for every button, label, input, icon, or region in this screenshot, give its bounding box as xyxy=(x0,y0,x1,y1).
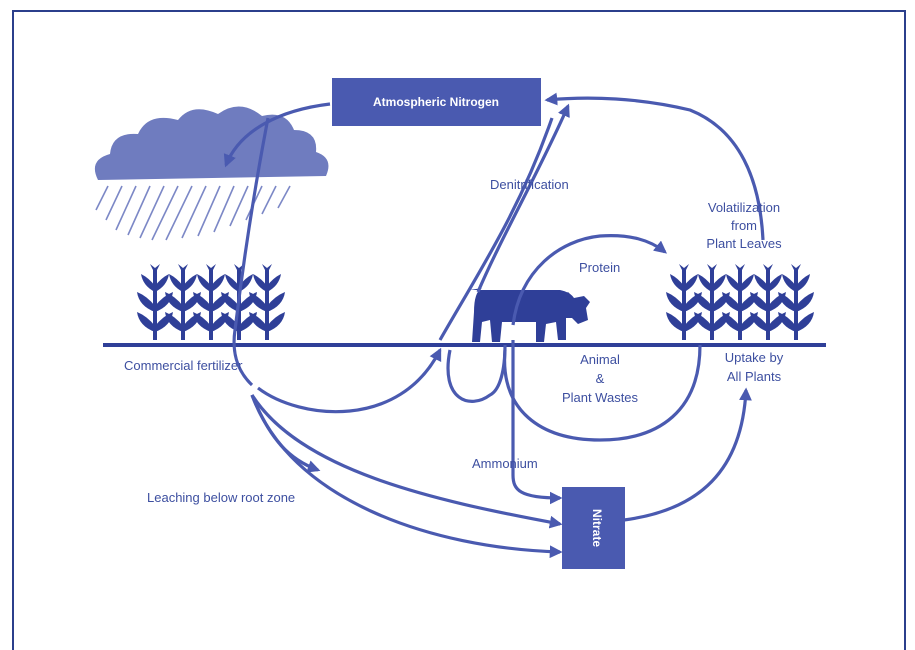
diagram-frame xyxy=(12,10,906,650)
ammonium-label: Ammonium xyxy=(472,456,538,471)
volatilization-label-line1: Volatilization xyxy=(708,200,780,215)
animal-wastes-line1: Animal xyxy=(580,352,620,367)
uptake-line1: Uptake by xyxy=(725,350,784,365)
flow-arrows xyxy=(223,92,765,559)
denitrification-label: Denitrification xyxy=(490,177,569,192)
commercial-fertilizer-label: Commercial fertilizer xyxy=(124,358,243,373)
rain-icon xyxy=(95,185,291,241)
leaching-label: Leaching below root zone xyxy=(147,490,295,505)
animal-wastes-line3: Plant Wastes xyxy=(562,390,639,405)
corn-plant-icon xyxy=(135,262,287,342)
atmospheric-nitrogen-label: Atmospheric Nitrogen xyxy=(373,95,499,109)
cow-icon xyxy=(470,288,590,342)
nitrate-box xyxy=(562,487,625,569)
animal-wastes-line2: & xyxy=(596,371,605,386)
nitrate-label: Nitrate xyxy=(590,509,604,547)
uptake-line2: All Plants xyxy=(727,369,782,384)
volatilization-label-line3: Plant Leaves xyxy=(706,236,782,251)
corn-plant-icon xyxy=(664,262,816,342)
volatilization-label-line2: from xyxy=(731,218,757,233)
cloud-icon xyxy=(94,106,329,180)
protein-label: Protein xyxy=(579,260,620,275)
atmospheric-nitrogen-box xyxy=(332,78,541,126)
